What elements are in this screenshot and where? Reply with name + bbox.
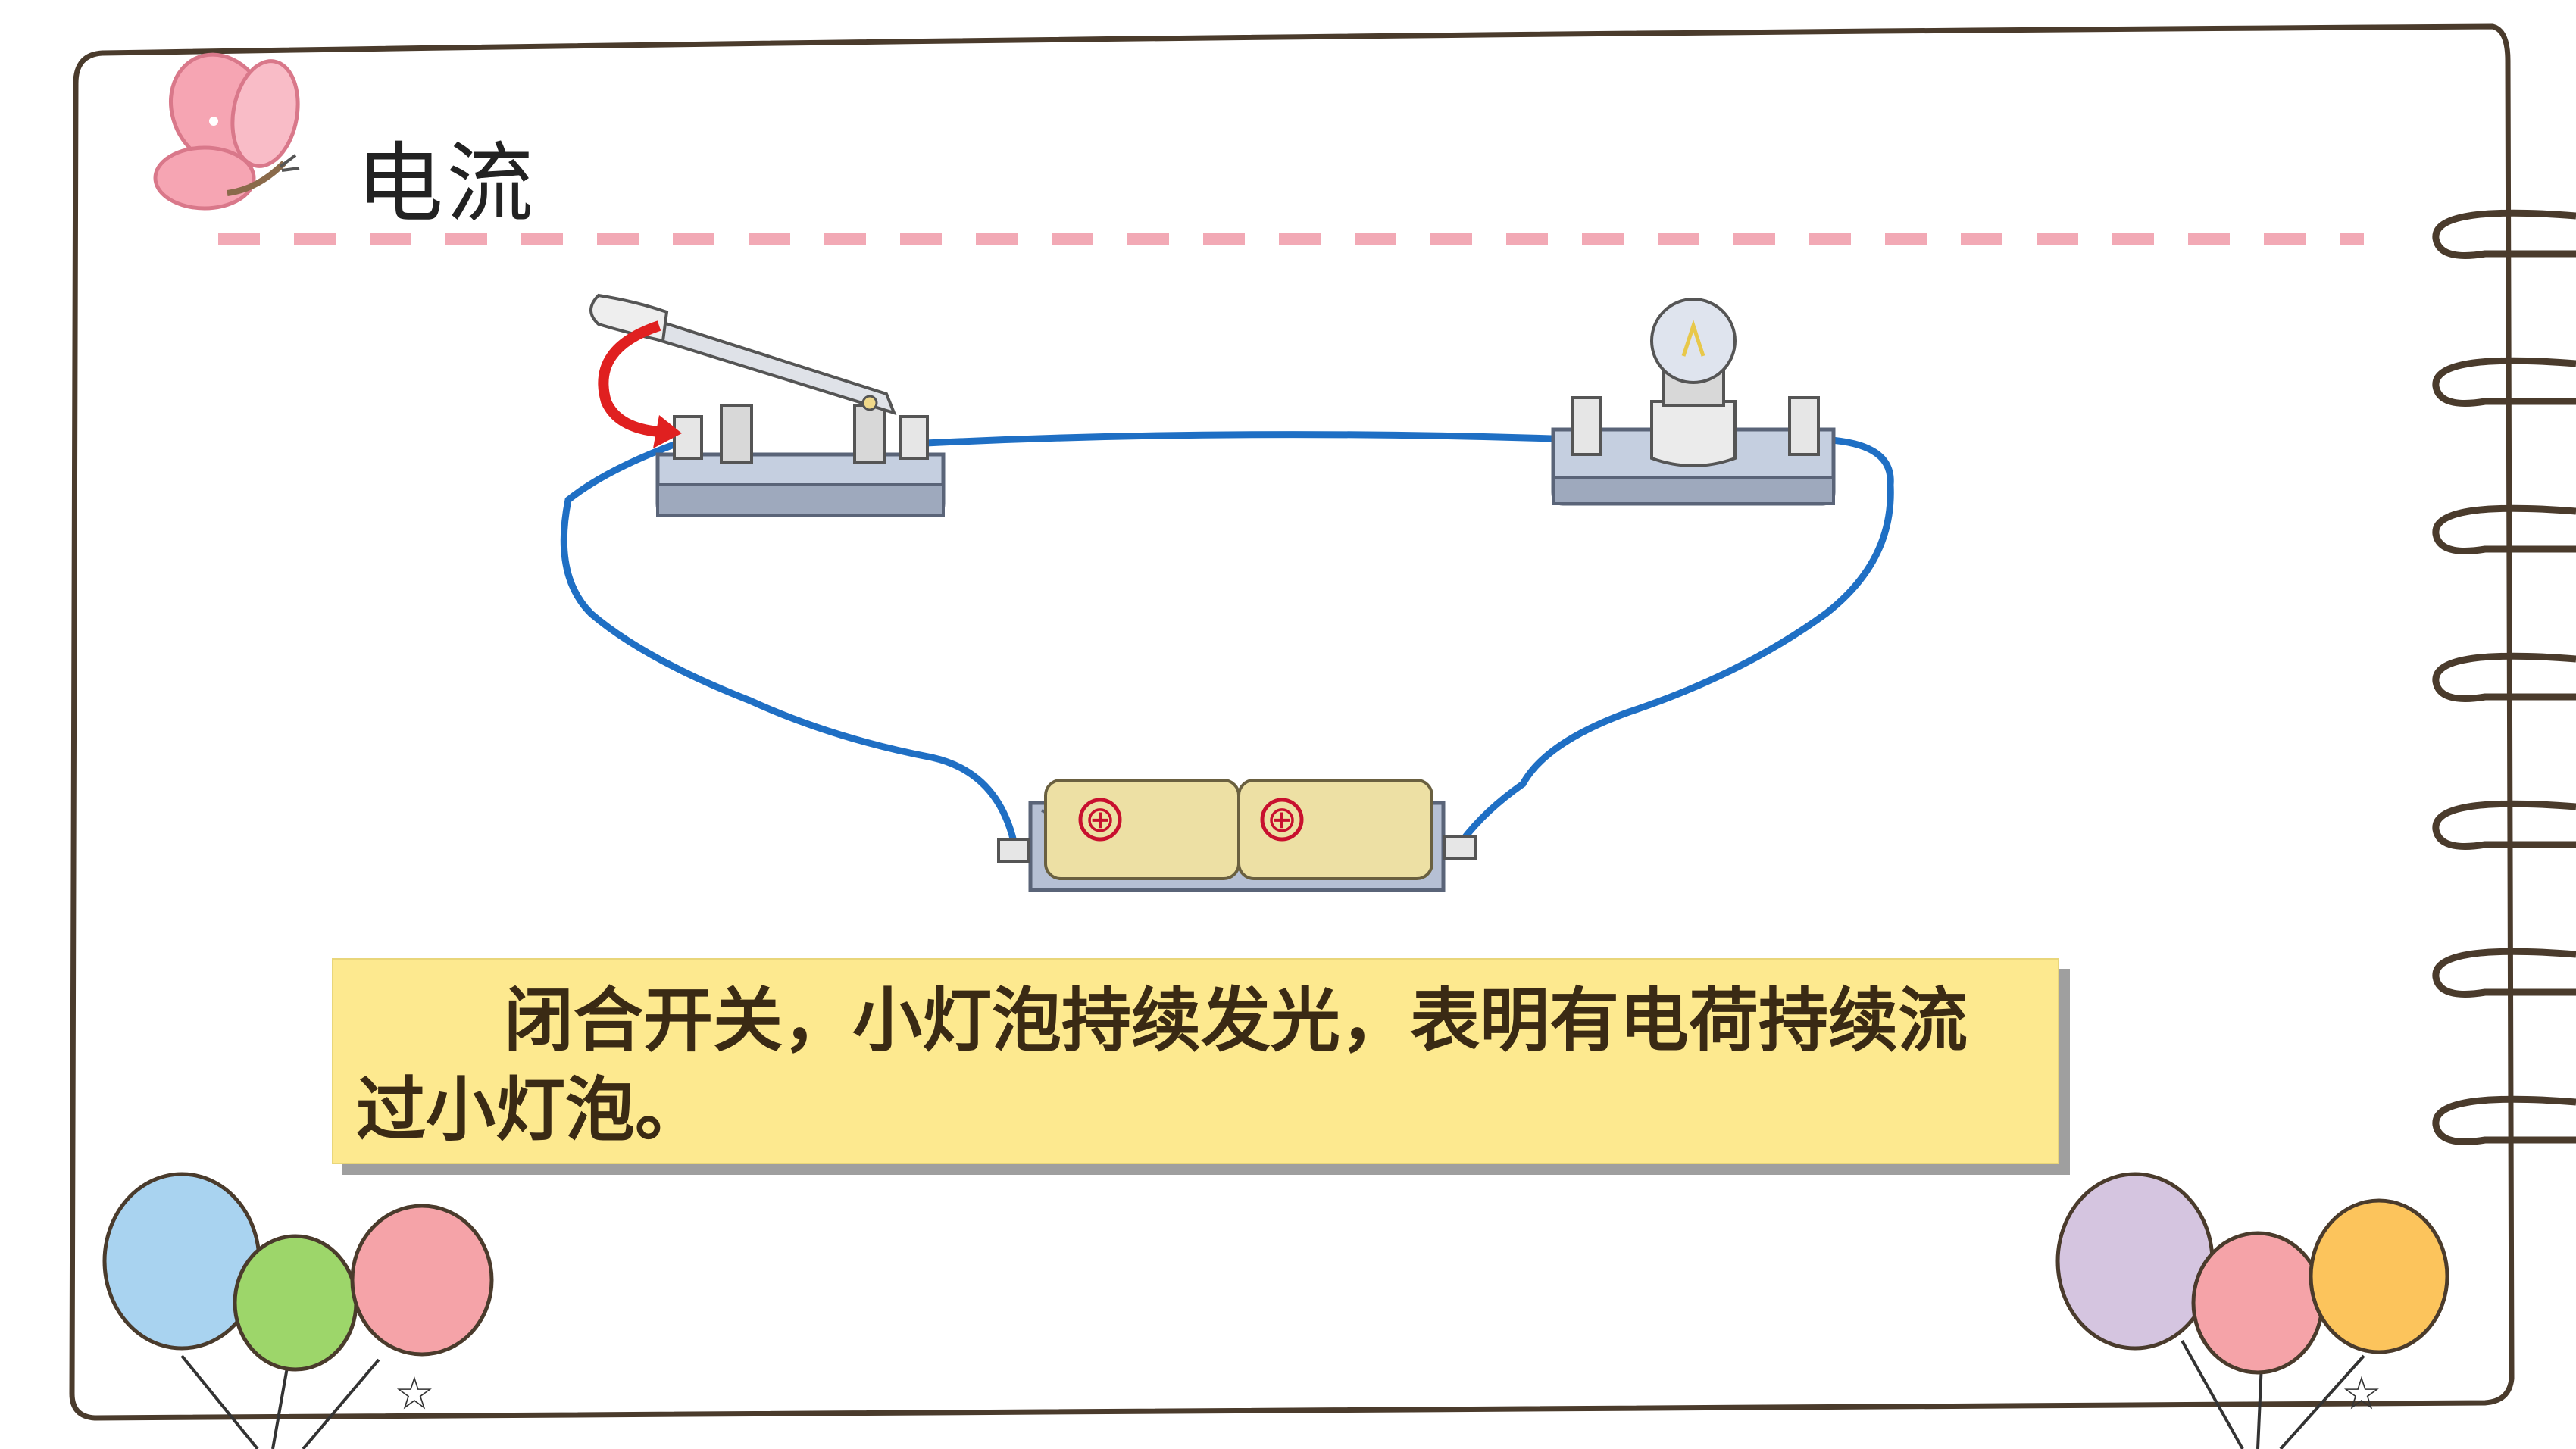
svg-text:☆: ☆ — [2341, 1367, 2382, 1420]
spiral-binding — [2432, 209, 2576, 1145]
wire-switch-to-battery — [560, 439, 1019, 852]
red-rotation-arrow — [598, 320, 661, 437]
balloons-left: ☆ — [102, 1172, 494, 1449]
battery-cell-1-symbol: ⊕ — [1085, 798, 1115, 841]
notebook-frame — [69, 23, 2515, 1421]
caption-box: 闭合开关，小灯泡持续发光，表明有电荷持续流过小灯泡。 — [332, 958, 2059, 1164]
butterfly-icon — [153, 52, 300, 211]
battery-cell-2-symbol: ⊕ — [1267, 798, 1297, 841]
wire-switch-to-bulb — [922, 431, 1580, 447]
battery-holder: ⊕ ⊕ — [997, 779, 1477, 892]
svg-text:☆: ☆ — [394, 1367, 435, 1420]
circuit-wires — [560, 431, 1894, 852]
knife-switch — [589, 293, 946, 517]
balloons-right: ☆ — [2055, 1172, 2449, 1449]
caption-text: 闭合开关，小灯泡持续发光，表明有电荷持续流过小灯泡。 — [356, 980, 1968, 1151]
slide-title: 电流 — [356, 133, 537, 235]
light-bulb — [1551, 298, 1836, 506]
wire-bulb-to-battery — [1458, 436, 1894, 845]
terminal-post — [673, 415, 929, 460]
